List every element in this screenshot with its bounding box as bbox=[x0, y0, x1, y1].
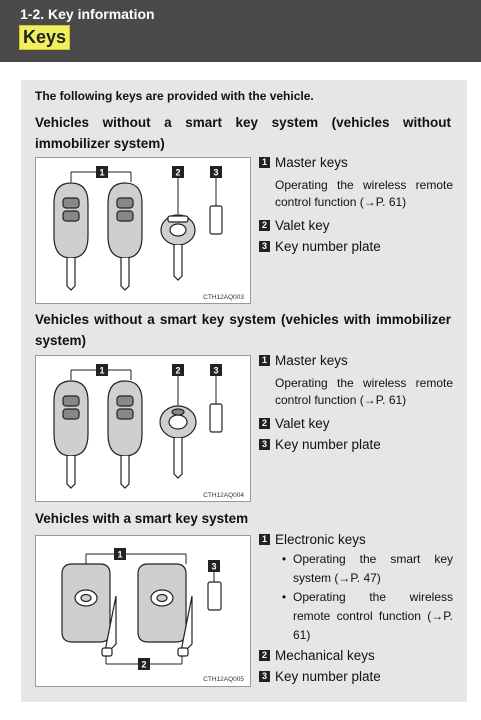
figure-code: CTH12AQ005 bbox=[203, 676, 244, 683]
chapter-tab: Keys bbox=[19, 25, 70, 50]
section-heading: Vehicles without a smart key system (veh… bbox=[35, 312, 451, 348]
callout-1: 1 bbox=[99, 168, 104, 178]
callout-3: 3 bbox=[213, 168, 218, 178]
item-description: Operating the wireless remote control fu… bbox=[275, 376, 453, 407]
chapter-tab-label: Keys bbox=[22, 27, 67, 47]
section-heading: Vehicles without a smart key system (veh… bbox=[35, 115, 451, 151]
key-figure: 1 3 2 CTH12AQ005 bbox=[35, 535, 251, 687]
callout-2: 2 bbox=[175, 366, 180, 376]
keys-illustration: 1 2 3 CTH12AQ004 bbox=[53, 364, 244, 499]
callout-2: 2 bbox=[175, 168, 180, 178]
item-description: Operating the wireless remote control fu… bbox=[275, 178, 453, 209]
keys-illustration: 1 2 3 CTH12AQ003 bbox=[53, 166, 244, 301]
key-figure: 1 2 3 CTH12AQ003 bbox=[35, 157, 251, 304]
intro-text: The following keys are provided with the… bbox=[35, 89, 314, 103]
callout-1: 1 bbox=[117, 550, 122, 560]
section-heading: Vehicles with a smart key system bbox=[35, 511, 249, 526]
callout-3: 3 bbox=[213, 366, 218, 376]
bullet-item: •Operating the wireless remote control f… bbox=[281, 590, 453, 642]
bullet-item: •Operating the smart key system (→P. 47) bbox=[281, 552, 453, 585]
page-header: 1-2. Key information Keys bbox=[0, 0, 481, 62]
keys-illustration: 1 3 2 CTH12AQ005 bbox=[61, 548, 244, 683]
figure-code: CTH12AQ004 bbox=[203, 492, 244, 499]
figure-code: CTH12AQ003 bbox=[203, 294, 244, 301]
callout-2: 2 bbox=[141, 660, 146, 670]
callout-1: 1 bbox=[99, 366, 104, 376]
section-title: 1-2. Key information bbox=[20, 6, 155, 22]
key-figure: 1 2 3 CTH12AQ004 bbox=[35, 355, 251, 502]
callout-3: 3 bbox=[211, 562, 216, 572]
